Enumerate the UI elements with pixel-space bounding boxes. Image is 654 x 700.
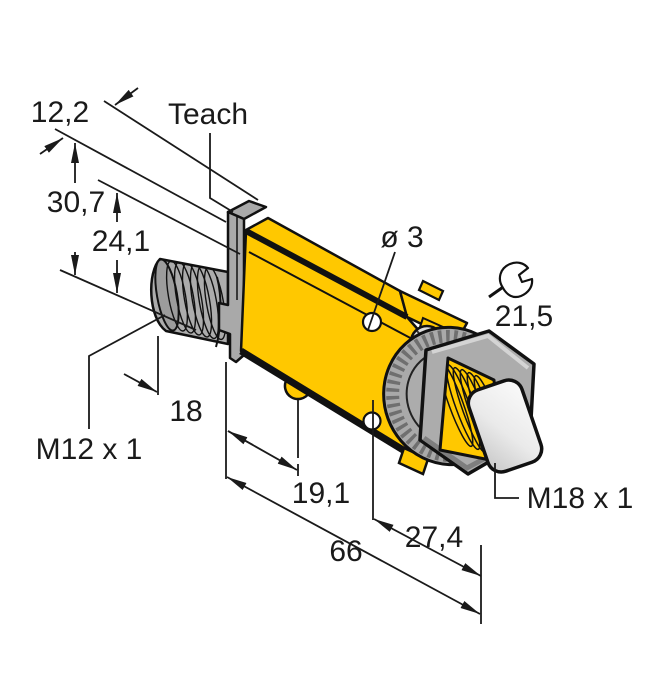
leader-teach bbox=[209, 133, 234, 213]
dim-line-66 bbox=[226, 476, 481, 615]
wrench-icon bbox=[488, 261, 534, 299]
dim-arrow-12-2-a bbox=[114, 87, 139, 106]
mounting-hole-lower bbox=[362, 411, 382, 431]
dim-arrow-12-2-b bbox=[39, 137, 64, 155]
housing-bottom-edge bbox=[239, 348, 428, 467]
lens-face bbox=[466, 378, 544, 474]
ext-line-top-near bbox=[54, 128, 227, 223]
m12-connector bbox=[150, 257, 230, 348]
m18-thread-label: M18 x 1 bbox=[527, 482, 634, 515]
leader-hole-dia bbox=[367, 251, 396, 331]
dimension-labels: 12,2 Teach 30,7 24,1 ø 3 21,5 M12 x 1 18… bbox=[31, 96, 634, 568]
housing-top-edge bbox=[244, 228, 409, 320]
teach-label: Teach bbox=[168, 98, 248, 131]
dim-line-19-1 bbox=[227, 430, 298, 471]
hole-diameter-label: ø 3 bbox=[380, 221, 423, 254]
ext-line-top-far bbox=[103, 100, 259, 201]
top-slot bbox=[417, 279, 445, 302]
dim-line-27-4 bbox=[373, 518, 482, 577]
dim-label-housing-height: 24,1 bbox=[92, 225, 150, 258]
dim-arrow-18-left bbox=[123, 373, 158, 393]
dim-label-connector-length: 18 bbox=[169, 395, 202, 428]
sensor-illustration bbox=[150, 199, 544, 476]
mounting-hole-upper bbox=[361, 311, 383, 333]
dimension-lines bbox=[39, 87, 519, 624]
housing-seam bbox=[248, 251, 417, 342]
dim-label-lug-offset: 19,1 bbox=[292, 477, 350, 510]
ext-line-bottom bbox=[59, 269, 197, 331]
leader-m18 bbox=[494, 463, 519, 499]
dim-label-top-width: 12,2 bbox=[31, 96, 89, 129]
dim-label-front-length: 27,4 bbox=[405, 521, 463, 554]
leader-m12 bbox=[88, 314, 166, 429]
dim-label-overall-length: 66 bbox=[329, 535, 362, 568]
dim-label-overall-height: 30,7 bbox=[47, 186, 105, 219]
wrench-size-label: 21,5 bbox=[495, 300, 553, 333]
ext-line-housing-top bbox=[97, 179, 241, 255]
m12-thread-label: M12 x 1 bbox=[36, 433, 143, 466]
